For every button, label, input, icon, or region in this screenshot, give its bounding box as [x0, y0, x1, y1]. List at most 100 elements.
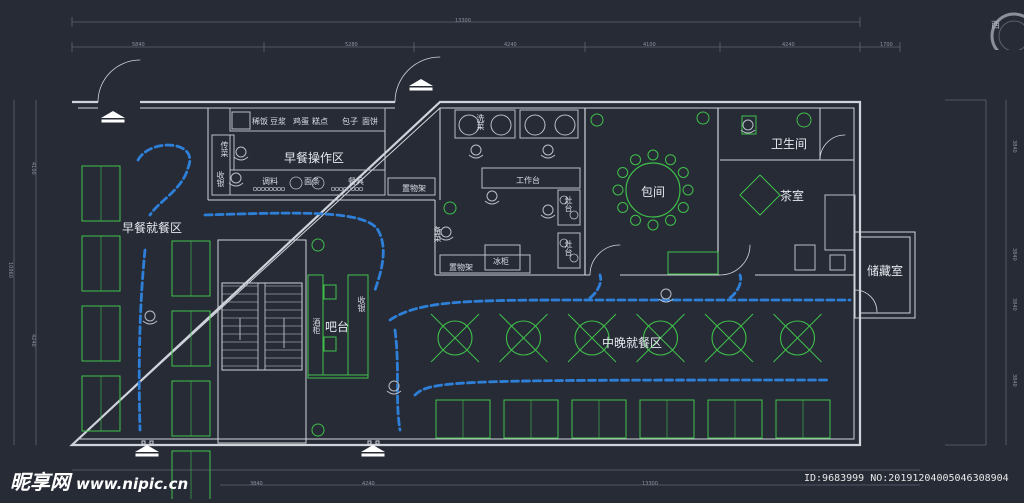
tea-table — [739, 174, 781, 216]
sink-bowl-3 — [554, 114, 576, 136]
label-fridge: 冰柜 — [493, 257, 509, 266]
dim-top-6: 1700 — [880, 42, 893, 48]
dining-round-table-4 — [711, 320, 747, 356]
plant-3 — [696, 111, 710, 125]
private-chair-1 — [677, 202, 689, 213]
dining-round-table-chairs-1 — [499, 313, 548, 363]
dim-bottom-3: 13300 — [642, 481, 658, 487]
person-10 — [742, 119, 754, 131]
room-label-private-room: 包间 — [641, 185, 666, 199]
exterior-wall — [69, 100, 862, 447]
dim-left-2: 10960 — [7, 262, 13, 278]
tableware-item — [334, 186, 340, 192]
person-3 — [542, 144, 554, 156]
dining-round-table-5 — [779, 320, 816, 356]
private-chair-7 — [617, 167, 629, 178]
noodle-pot-1 — [311, 176, 325, 190]
private-chair-2 — [665, 214, 676, 226]
compass-icon — [990, 12, 1024, 50]
tableware-item — [342, 186, 348, 192]
burner-3 — [569, 253, 579, 263]
watermark-brand-name: 昵享网 — [10, 470, 70, 494]
tableware-item — [350, 186, 356, 192]
plant-2 — [590, 113, 604, 127]
private-chair-11 — [677, 167, 689, 178]
sink-bowl-0 — [458, 114, 480, 136]
person-body-0 — [233, 156, 249, 161]
dim-right-4: 3840 — [1011, 374, 1017, 387]
plant-0 — [311, 238, 325, 252]
seasoning-jar — [256, 186, 262, 192]
bar-counter — [347, 274, 369, 376]
private-chair-6 — [612, 184, 624, 196]
storage-room-wall — [854, 231, 916, 319]
dim-top-4: 4100 — [643, 42, 656, 48]
label-egg: 鸡蛋 — [293, 117, 309, 126]
dim-right-3: 3840 — [1011, 298, 1017, 311]
counter-top — [229, 107, 386, 132]
person-2 — [470, 144, 482, 156]
compass-label: 西 — [991, 21, 1001, 31]
label-sink: 洗菜 — [476, 114, 485, 130]
person-body-9 — [386, 390, 402, 395]
column-marker-0 — [141, 440, 146, 445]
tableware-item — [330, 186, 336, 192]
private-chair-3 — [647, 219, 659, 231]
bar-stool-0 — [323, 284, 337, 300]
workbench — [481, 167, 581, 189]
dining-round-table-1 — [505, 320, 542, 356]
dim-right-2: 3840 — [1011, 248, 1017, 261]
person-1 — [230, 172, 242, 184]
person-body-10 — [740, 129, 756, 134]
private-chair-9 — [647, 149, 659, 161]
tea-drain — [829, 254, 846, 271]
seasoning-jar — [264, 186, 270, 192]
stove-1 — [557, 189, 581, 226]
seasoning-jar — [252, 186, 258, 192]
noodle-pot-0 — [289, 176, 303, 190]
entrance-arrow-3 — [361, 445, 385, 452]
seasoning-jar — [272, 186, 278, 192]
route-main-hall — [388, 298, 852, 322]
label-bun: 包子 — [342, 117, 358, 126]
private-chair-8 — [630, 154, 641, 166]
column-marker-3 — [375, 440, 380, 445]
person-body-3 — [540, 154, 556, 159]
dining-round-table-0 — [437, 320, 473, 356]
washbasin — [796, 112, 812, 128]
person-9 — [388, 380, 400, 392]
entrance-arrow-0 — [101, 111, 125, 118]
stair-run — [221, 282, 303, 371]
entrance-bar-2 — [135, 453, 159, 457]
watermark-site: www.nipic.cn — [76, 475, 189, 493]
tableware-item — [338, 186, 344, 192]
sink-bowl-1 — [490, 114, 512, 136]
tableware-item — [346, 186, 352, 192]
label-pastry: 糕点 — [312, 117, 328, 126]
entrance-arrow-2 — [135, 445, 159, 452]
label-cashier-kitchen: 收银 — [216, 171, 225, 187]
route-breakfast-aisle — [137, 248, 147, 432]
route-dining-aisle — [413, 378, 832, 397]
label-noodle: 面条 — [304, 177, 320, 186]
dim-bottom-1: 3840 — [250, 481, 263, 487]
label-delivery: 传菜 — [220, 141, 229, 157]
dim-top-3: 4240 — [504, 42, 517, 48]
plant-4 — [443, 201, 457, 215]
dim-top-2: 5280 — [345, 42, 358, 48]
burner-1 — [569, 210, 579, 220]
person-4 — [486, 190, 498, 202]
burner-2 — [559, 238, 569, 248]
counter-left-edge — [229, 134, 235, 171]
seasoning-jar — [280, 186, 286, 192]
private-chair-10 — [665, 154, 676, 166]
label-pancake: 面饼 — [362, 117, 378, 126]
person-7 — [660, 288, 672, 300]
dining-round-table-2 — [574, 320, 610, 356]
label-soy-milk: 豆浆 — [270, 117, 286, 126]
toilet — [741, 115, 757, 135]
dining-round-table-3 — [642, 320, 679, 356]
dining-round-table-chairs-5 — [773, 313, 822, 363]
